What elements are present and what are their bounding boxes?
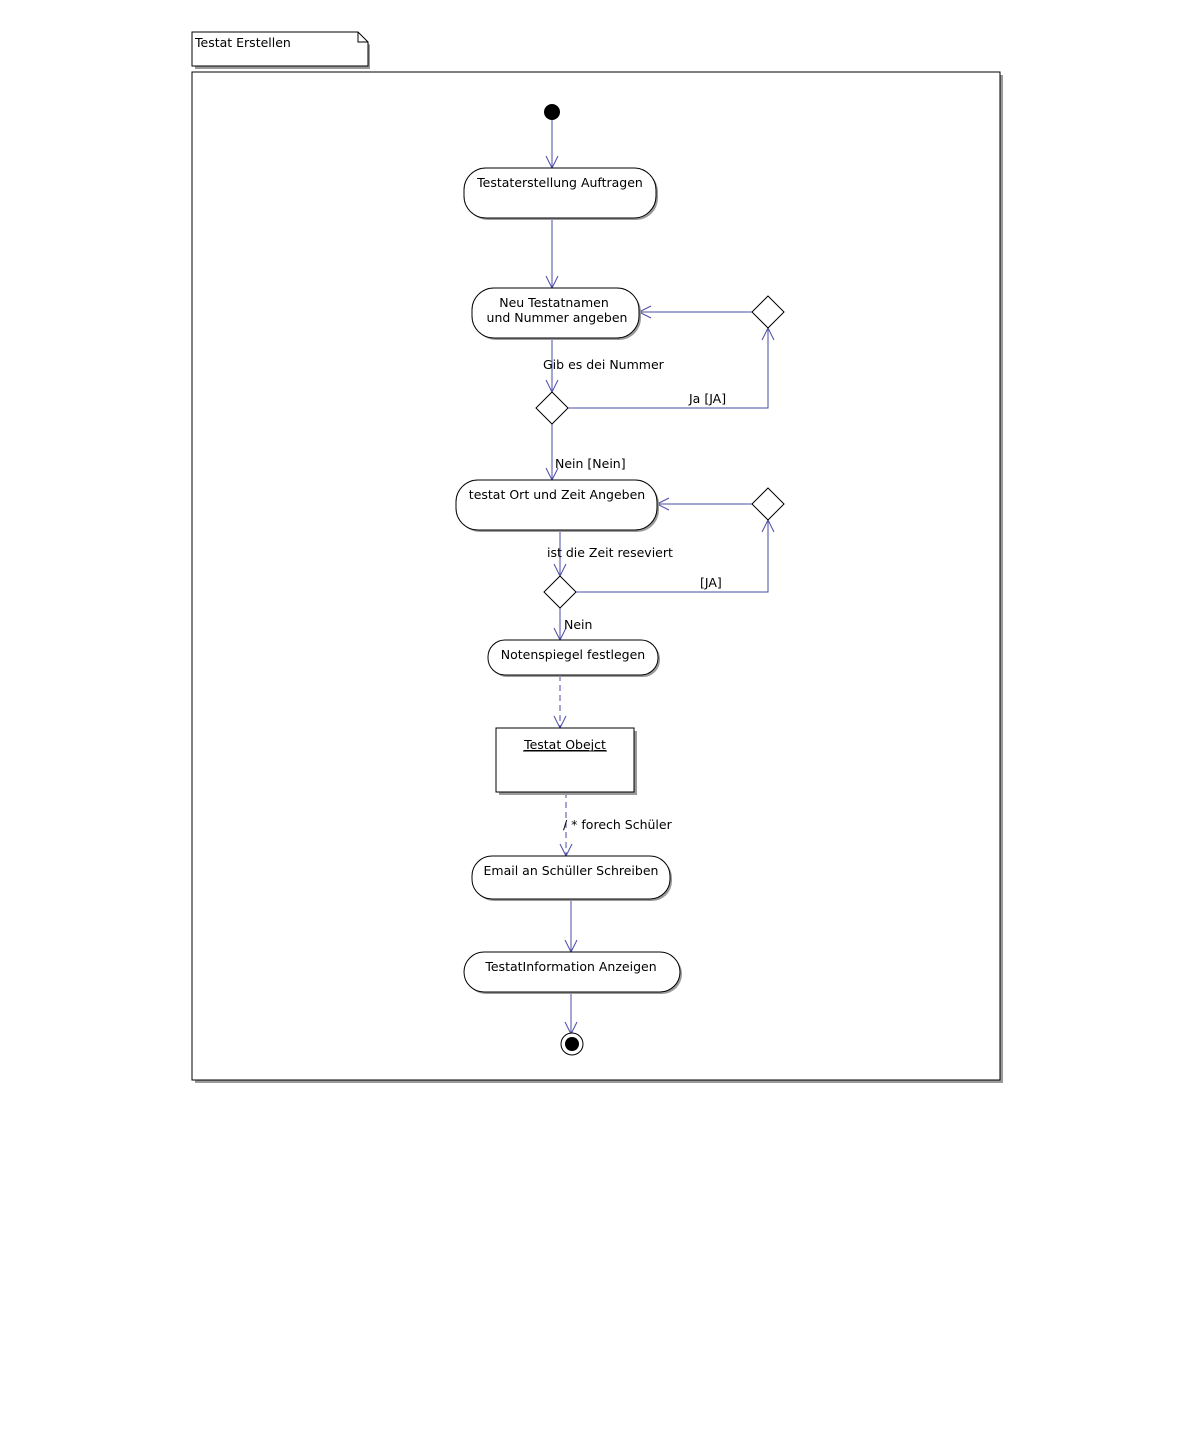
action-label: Testaterstellung Auftragen: [476, 175, 643, 190]
edge-label-foreach: / * forech Schüler: [563, 817, 673, 832]
action-email: Email an Schüller Schreiben: [471, 855, 672, 901]
object-node-testat: Testat Obejct: [495, 727, 637, 795]
decision-node-1: [535, 391, 569, 425]
final-node: [560, 1032, 584, 1056]
merge-node-2: [751, 487, 785, 521]
merge-node-1: [751, 295, 785, 329]
frame-title-note: Testat Erstellen: [191, 31, 370, 69]
edge-label-nein-nein: Nein [Nein]: [555, 456, 626, 471]
frame-border: [191, 71, 1003, 1083]
action-label: Notenspiegel festlegen: [501, 647, 645, 662]
action-label: und Nummer angeben: [487, 310, 628, 325]
initial-node: [544, 104, 560, 120]
edge-decision-1-to-merge-1: [568, 328, 769, 409]
action-neu-testatnamen: Neu Testatnamen und Nummer angeben: [471, 287, 641, 340]
edge-label-ja-2: [JA]: [700, 575, 722, 590]
action-label: TestatInformation Anzeigen: [484, 959, 656, 974]
action-testatinformation: TestatInformation Anzeigen: [463, 951, 682, 994]
action-testat-ort-zeit: testat Ort und Zeit Angeben: [455, 479, 659, 532]
action-testaterstellung: Testaterstellung Auftragen: [463, 167, 658, 220]
object-label: Testat Obejct: [523, 737, 606, 752]
action-label: Email an Schüller Schreiben: [484, 863, 659, 878]
edge-label-gib-es: Gib es dei Nummer: [543, 357, 665, 372]
edge-label-nein: Nein: [564, 617, 592, 632]
edge-label-ist-die-zeit: ist die Zeit reseviert: [547, 545, 673, 560]
decision-node-2: [543, 575, 577, 609]
edge-label-ja: Ja [JA]: [688, 391, 726, 406]
frame-title: Testat Erstellen: [194, 35, 291, 50]
action-label: testat Ort und Zeit Angeben: [469, 487, 645, 502]
edge-decision-2-to-merge-2: [576, 520, 769, 593]
action-notenspiegel: Notenspiegel festlegen: [487, 639, 660, 677]
action-label: Neu Testatnamen: [499, 295, 609, 310]
